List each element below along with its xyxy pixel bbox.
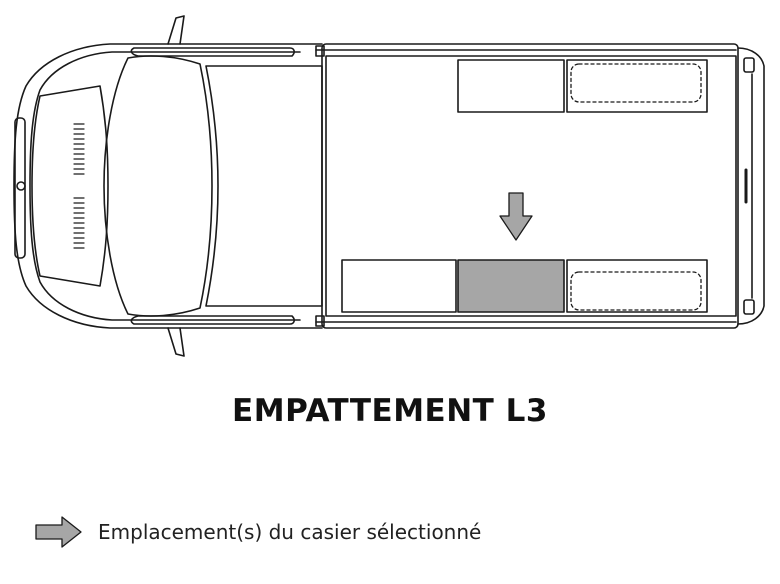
grille-outline xyxy=(31,85,109,287)
locker-slot xyxy=(341,259,457,313)
side-step-top xyxy=(315,45,325,57)
van-cab-outline xyxy=(13,43,323,329)
van-top-view-diagram xyxy=(13,15,765,357)
door-trim-bottom xyxy=(130,315,295,325)
door-trim-top xyxy=(130,47,295,57)
legend: Emplacement(s) du casier sélectionné xyxy=(34,515,481,549)
locker-slot xyxy=(566,259,708,313)
rear-hinge-top xyxy=(743,57,755,73)
rear-door xyxy=(737,47,765,325)
brand-logo-icon xyxy=(16,181,26,191)
locker-slot xyxy=(457,59,565,113)
legend-label: Emplacement(s) du casier sélectionné xyxy=(98,520,482,544)
side-step-bottom xyxy=(315,315,325,327)
windshield xyxy=(103,55,213,317)
mirror-bottom xyxy=(167,327,185,357)
mirror-top xyxy=(167,15,185,45)
tank-outline-dashed xyxy=(570,271,702,311)
grille-slats-bottom xyxy=(73,197,85,249)
cargo-body-outline xyxy=(321,43,739,329)
grey-arrow-icon xyxy=(35,516,82,548)
down-arrow-icon xyxy=(499,192,533,241)
cab-roof xyxy=(205,65,323,307)
cargo-body-inner xyxy=(325,55,737,317)
diagram-title: EMPATTEMENT L3 xyxy=(232,393,548,429)
grille-slats-top xyxy=(73,123,85,175)
tank-outline-dashed xyxy=(570,63,702,103)
rear-hinge-bottom xyxy=(743,299,755,315)
locker-slot xyxy=(566,59,708,113)
van-cab-inner-outline xyxy=(29,51,301,321)
locker-slot-selected[interactable] xyxy=(457,259,565,313)
